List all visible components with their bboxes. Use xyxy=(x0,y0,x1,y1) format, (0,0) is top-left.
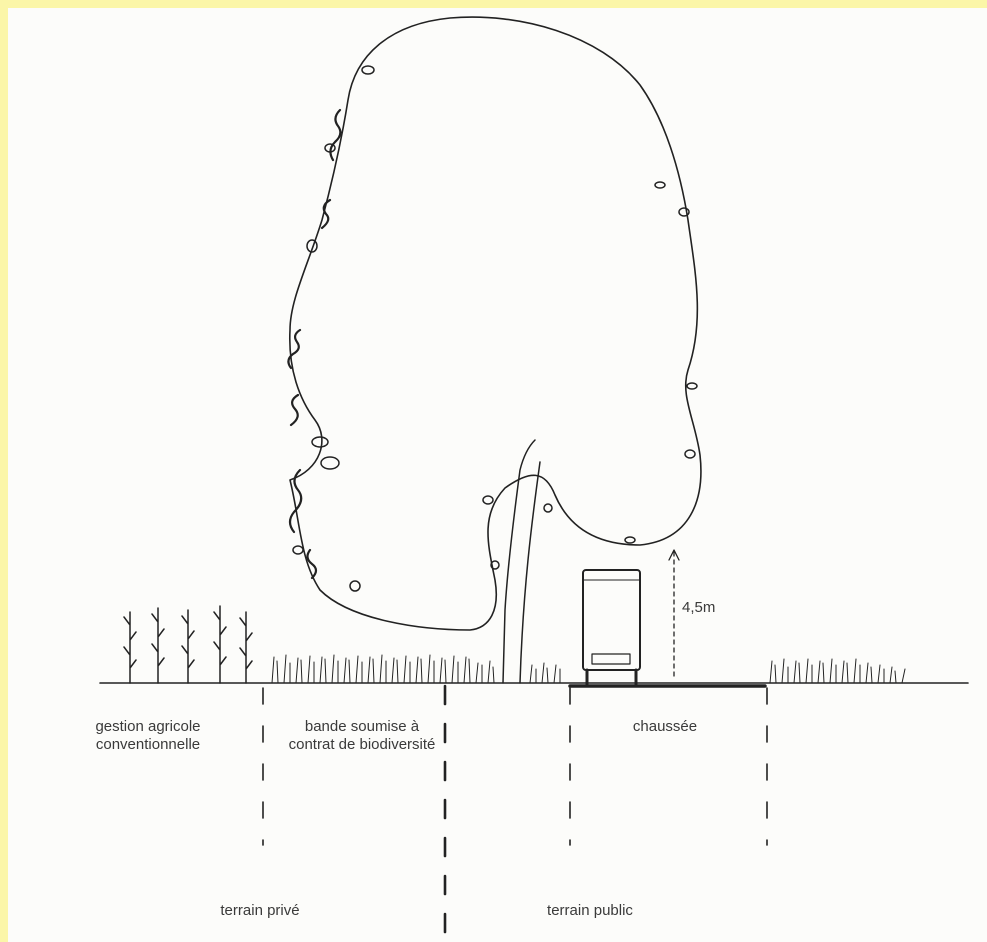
clearance-height-label: 4,5m xyxy=(682,599,716,616)
grass-band xyxy=(271,654,561,684)
vehicle xyxy=(582,569,641,686)
zone-agriculture-line1: gestion agricole xyxy=(95,718,201,735)
public-land-label: terrain public xyxy=(547,902,633,919)
tree-trunk xyxy=(502,439,541,684)
sketch-paper xyxy=(8,8,987,942)
height-dimension xyxy=(668,549,680,681)
zone-dividers xyxy=(262,687,768,846)
crown-leaf-marks xyxy=(292,65,698,592)
crown-texture-left xyxy=(287,108,342,580)
private-land-label: terrain privé xyxy=(220,902,300,919)
crop-plants xyxy=(123,605,253,684)
zone-biodiversity-line2: contrat de biodiversité xyxy=(288,736,436,753)
zone-agriculture-line2: conventionnelle xyxy=(95,736,201,753)
zone-agriculture-label: gestion agricole conventionnelle xyxy=(68,718,228,754)
grass-right xyxy=(769,658,906,684)
zone-road-label: chaussée xyxy=(632,718,698,735)
zone-biodiversity-label: bande soumise à contrat de biodiversité xyxy=(262,718,462,754)
tree-crown xyxy=(289,16,702,631)
zone-biodiversity-line1: bande soumise à xyxy=(304,718,420,735)
